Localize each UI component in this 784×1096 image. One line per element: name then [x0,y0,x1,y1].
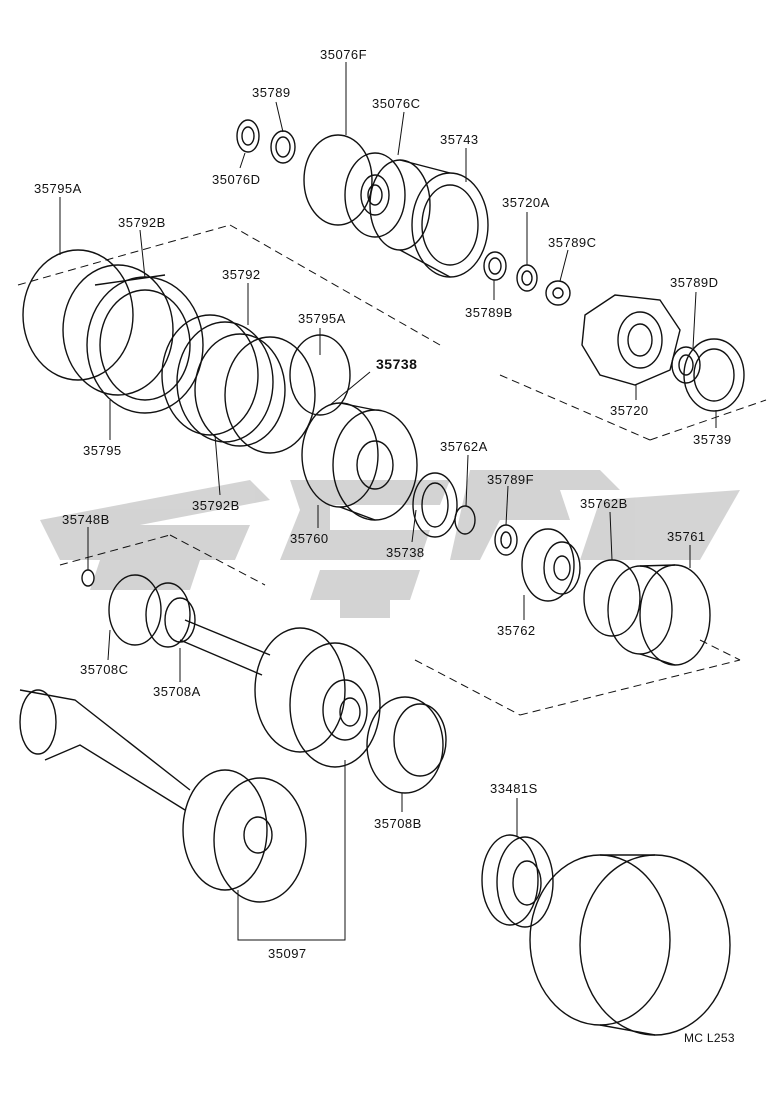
part-label-35789: 35789 [252,85,291,100]
part-label-35076C: 35076C [372,96,421,111]
part-label-35760: 35760 [290,531,329,546]
part-label-35076D: 35076D [212,172,261,187]
part-label-35708B: 35708B [374,816,422,831]
part-label-35789F: 35789F [487,472,535,487]
part-label-35789B: 35789B [465,305,513,320]
part-label-35792B: 35792B [118,215,166,230]
part-label-35738: 35738 [386,545,425,560]
part-label-35748B: 35748B [62,512,110,527]
part-label-35795: 35795 [83,443,122,458]
part-label-35789C: 35789C [548,235,597,250]
part-label-35762A: 35762A [440,439,488,454]
watermark-logo [40,470,740,618]
part-label-35792: 35792 [222,267,261,282]
part-label-35708C: 35708C [80,662,129,677]
part-label-35762B: 35762B [580,496,628,511]
part-label-35738-highlighted: 35738 [376,356,418,372]
part-label-35097: 35097 [268,946,307,961]
part-label-35795A-upper-right: 35795A [298,311,346,326]
part-label-35076F: 35076F [320,47,368,62]
part-label-35720A: 35720A [502,195,550,210]
part-label-35761: 35761 [667,529,706,544]
part-label-35743: 35743 [440,132,479,147]
diagram-code: MC L253 [684,1031,735,1045]
part-label-35762: 35762 [497,623,536,638]
part-label-35795A: 35795A [34,181,82,196]
part-label-35739: 35739 [693,432,732,447]
line-art [17,119,767,1036]
part-label-35789D: 35789D [670,275,719,290]
part-label-33481S: 33481S [490,781,538,796]
part-label-35720: 35720 [610,403,649,418]
part-label-35708A: 35708A [153,684,201,699]
part-label-35792B-lower: 35792B [192,498,240,513]
leader-lines [59,62,717,941]
